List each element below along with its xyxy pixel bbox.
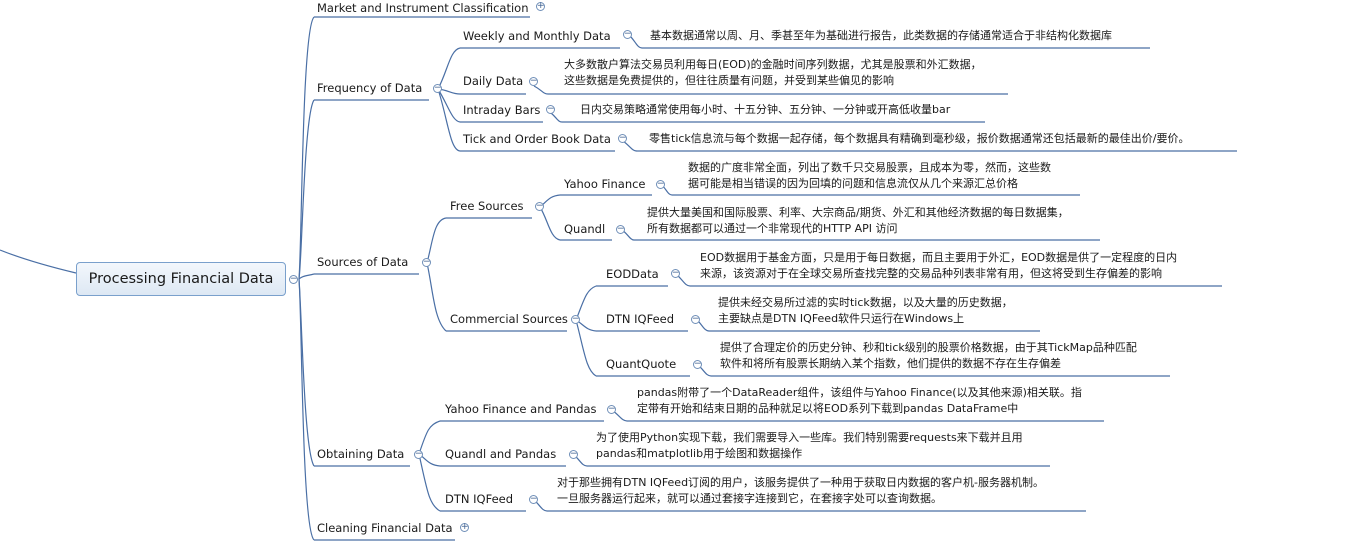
quantquote-collapse-toggle[interactable]: − xyxy=(693,359,702,369)
node-quandl-pandas[interactable]: Quandl and Pandas xyxy=(445,447,557,461)
eoddata-collapse-toggle[interactable]: − xyxy=(671,268,680,278)
sources-collapse-toggle[interactable]: − xyxy=(422,257,431,267)
node-quantquote[interactable]: QuantQuote xyxy=(606,357,677,371)
node-quandl[interactable]: Quandl xyxy=(564,222,606,236)
node-free-sources[interactable]: Free Sources xyxy=(450,199,524,213)
dtn-obtaining-collapse-toggle[interactable]: − xyxy=(529,494,538,504)
yahoo-pandas-desc: pandas附带了一个DataReader组件，该组件与Yahoo Financ… xyxy=(637,386,1082,415)
daily-desc: 大多数散户算法交易员利用每日(EOD)的金融时间序列数据，尤其是股票和外汇数据，… xyxy=(564,58,982,87)
quandl-collapse-toggle[interactable]: − xyxy=(616,224,625,234)
node-market-classification[interactable]: Market and Instrument Classification xyxy=(317,1,529,15)
weekly-collapse-toggle[interactable]: − xyxy=(623,29,632,39)
tick-collapse-toggle[interactable]: − xyxy=(618,133,627,143)
node-frequency-of-data[interactable]: Frequency of Data xyxy=(317,81,423,95)
quantquote-desc: 提供了合理定价的历史分钟、秒和tick级别的股票价格数据，由于其TickMap品… xyxy=(720,341,1137,370)
daily-collapse-toggle[interactable]: − xyxy=(529,76,538,86)
intraday-desc: 日内交易策略通常使用每小时、十五分钟、五分钟、一分钟或开高低收量bar xyxy=(580,103,951,116)
commercial-collapse-toggle[interactable]: − xyxy=(571,314,580,324)
quandl-desc: 提供大量美国和国际股票、利率、大宗商品/期货、外汇和其他经济数据的每日数据集， … xyxy=(647,206,1069,235)
dtn-commercial-collapse-toggle[interactable]: − xyxy=(691,314,700,324)
node-obtaining-data[interactable]: Obtaining Data xyxy=(317,447,405,461)
node-tick-order-book[interactable]: Tick and Order Book Data xyxy=(463,132,611,146)
root-label: Processing Financial Data xyxy=(88,271,274,287)
tick-desc: 零售tick信息流与每个数据一起存储，每个数据具有精确到毫秒级，报价数据通常还包… xyxy=(649,132,1190,145)
quandl-pandas-collapse-toggle[interactable]: − xyxy=(569,449,578,459)
frequency-collapse-toggle[interactable]: − xyxy=(433,83,442,93)
node-eoddata[interactable]: EODData xyxy=(606,267,659,281)
obtaining-collapse-toggle[interactable]: − xyxy=(414,449,423,459)
intraday-collapse-toggle[interactable]: − xyxy=(546,104,555,114)
eoddata-desc: EOD数据用于基金方面，只是用于每日数据，而且主要用于外汇，EOD数据是供了一定… xyxy=(700,251,1178,280)
node-dtn-iqfeed-commercial[interactable]: DTN IQFeed xyxy=(606,312,675,326)
market-expand-toggle[interactable]: + xyxy=(536,1,545,11)
node-commercial-sources[interactable]: Commercial Sources xyxy=(450,312,568,326)
node-cleaning-financial-data[interactable]: Cleaning Financial Data xyxy=(317,521,453,535)
root-node[interactable]: Processing Financial Data xyxy=(76,262,286,296)
weekly-desc: 基本数据通常以周、月、季甚至年为基础进行报告，此类数据的存储通常适合于非结构化数… xyxy=(650,29,1112,42)
node-daily-data[interactable]: Daily Data xyxy=(463,74,524,88)
yahoo-pandas-collapse-toggle[interactable]: − xyxy=(607,404,616,414)
yahoo-collapse-toggle[interactable]: − xyxy=(656,179,665,189)
node-sources-of-data[interactable]: Sources of Data xyxy=(317,255,409,269)
node-yahoo-finance-pandas[interactable]: Yahoo Finance and Pandas xyxy=(445,402,597,416)
yahoo-desc: 数据的广度非常全面，列出了数千只交易股票，且成本为零，然而，这些数 据可能是相当… xyxy=(688,161,1051,190)
node-intraday-bars[interactable]: Intraday Bars xyxy=(463,103,541,117)
node-weekly-monthly-data[interactable]: Weekly and Monthly Data xyxy=(463,29,611,43)
dtn-commercial-desc: 提供未经交易所过滤的实时tick数据，以及大量的历史数据， 主要缺点是DTN I… xyxy=(718,296,1013,325)
node-yahoo-finance[interactable]: Yahoo Finance xyxy=(564,177,646,191)
root-collapse-toggle[interactable]: − xyxy=(289,274,298,284)
free-sources-collapse-toggle[interactable]: − xyxy=(535,201,544,211)
cleaning-expand-toggle[interactable]: + xyxy=(460,522,469,532)
node-dtn-iqfeed-obtaining[interactable]: DTN IQFeed xyxy=(445,492,514,506)
quandl-pandas-desc: 为了使用Python实现下载，我们需要导入一些库。我们特别需要requests来… xyxy=(596,431,1023,460)
dtn-obtaining-desc: 对于那些拥有DTN IQFeed订阅的用户，该服务提供了一种用于获取日内数据的客… xyxy=(557,476,1045,505)
